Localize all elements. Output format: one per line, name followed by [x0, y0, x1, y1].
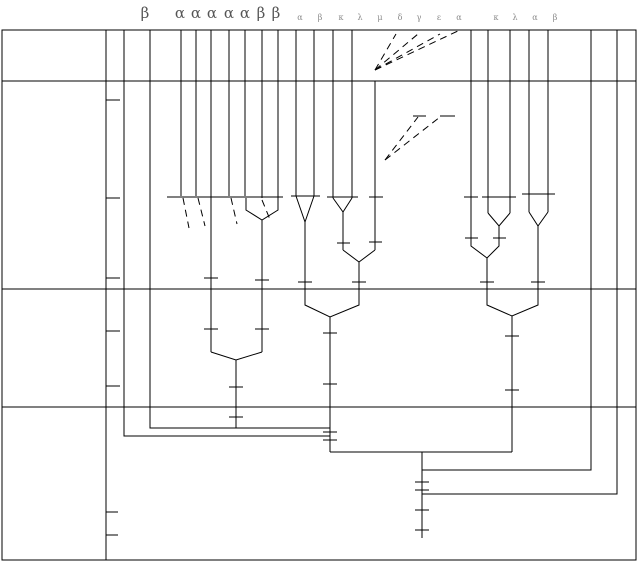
top-label: β [141, 4, 150, 22]
dashed-line [374, 33, 397, 71]
top-label: β [553, 13, 558, 22]
top-label: λ [512, 13, 517, 22]
dashed-line [374, 33, 419, 71]
dashed-line [182, 197, 190, 229]
dashed-line [374, 29, 461, 71]
top-label: α [175, 4, 185, 22]
top-label: β [318, 13, 323, 22]
lineage [422, 30, 592, 471]
tree-lineages [123, 30, 618, 538]
branch-join [332, 197, 353, 213]
lineage [422, 30, 618, 495]
lineage [123, 30, 330, 437]
branch-join [342, 249, 376, 263]
branch-join [304, 298, 360, 318]
branch-join [470, 238, 500, 259]
top-label: α [240, 4, 250, 22]
top-labels: β α α α α α β β α β κ λ μ δ γ ε α κ λ α … [141, 4, 558, 22]
top-label: α [224, 4, 234, 22]
top-label: α [532, 13, 538, 22]
top-label: α [207, 4, 217, 22]
dashed-line [261, 199, 272, 223]
top-label: α [297, 13, 303, 22]
top-label: β [272, 4, 281, 22]
branch-join [487, 212, 511, 227]
top-label: δ [398, 13, 403, 22]
outer-frame [1, 29, 637, 561]
top-label: μ [377, 13, 382, 22]
top-label: κ [339, 13, 344, 22]
branch-join [210, 351, 263, 361]
branch-join [295, 195, 315, 224]
cross-ticks [167, 193, 555, 531]
dashed-line [374, 33, 441, 71]
branch-join [528, 211, 549, 227]
top-label: α [456, 13, 462, 22]
dashed-line [384, 116, 419, 161]
top-label: β [257, 4, 266, 22]
dashed-lines [182, 29, 461, 229]
top-label: ε [437, 13, 441, 22]
lineage [149, 30, 330, 429]
top-label: λ [357, 13, 362, 22]
top-label: α [191, 4, 201, 22]
branch-join [486, 298, 539, 317]
dashed-line [197, 197, 206, 227]
lineage [330, 451, 423, 476]
top-label: γ [417, 13, 422, 22]
top-label: κ [494, 13, 499, 22]
dashed-line [384, 116, 441, 161]
dashed-line [230, 197, 238, 225]
frame-grid [1, 29, 637, 561]
